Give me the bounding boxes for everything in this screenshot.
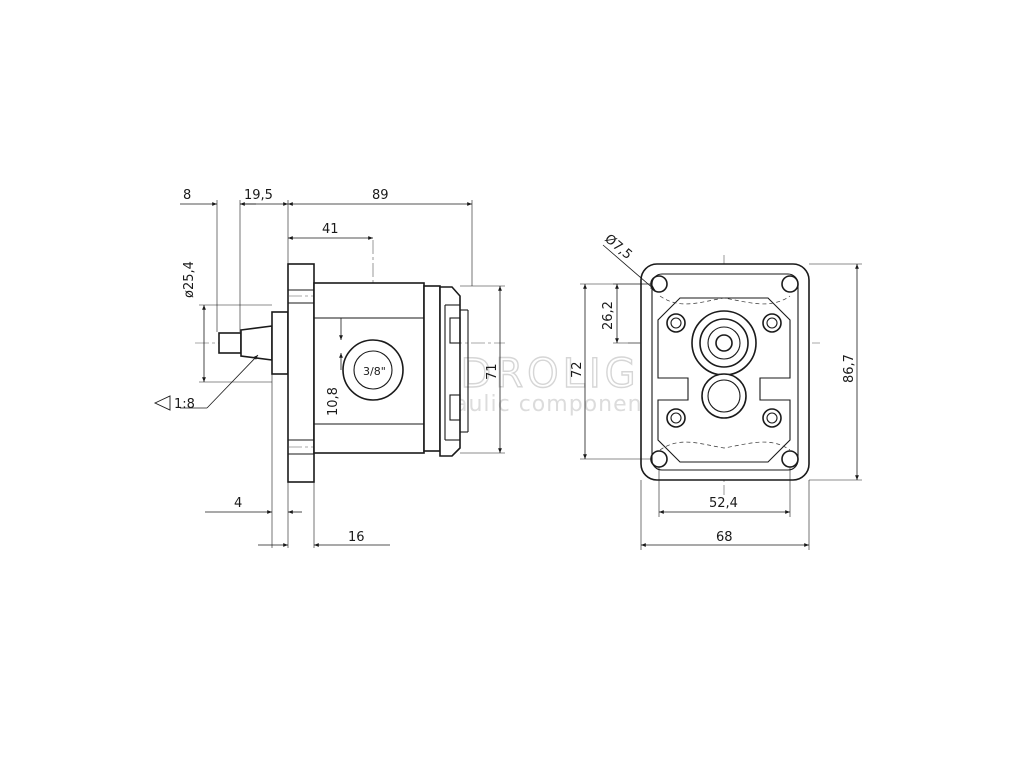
side-view: 3/8" 8 19,5 89 41 ø25,4 bbox=[153, 188, 505, 548]
dim-10-8: 10,8 bbox=[326, 387, 341, 416]
bolt-hole-upper-right bbox=[762, 313, 782, 333]
body-contour bbox=[657, 297, 791, 463]
dim-19-5: 19,5 bbox=[244, 188, 273, 203]
seal-groove-bottom bbox=[659, 441, 791, 451]
dim-16: 16 bbox=[348, 530, 365, 545]
rear-cover bbox=[423, 285, 441, 452]
dim-71: 71 bbox=[485, 363, 500, 380]
dim-41: 41 bbox=[322, 222, 339, 237]
shaft-center bbox=[715, 334, 733, 352]
lower-chamber bbox=[701, 373, 747, 419]
bolt-hole-lower-left bbox=[666, 408, 686, 428]
shaft-boss-outer bbox=[691, 310, 757, 376]
shaft-boss-inner bbox=[707, 326, 741, 360]
bolt-hole-upper-left bbox=[666, 313, 686, 333]
suction-port-inner bbox=[353, 350, 393, 390]
suction-port-outer bbox=[342, 339, 404, 401]
dim-89: 89 bbox=[372, 188, 389, 203]
dim-72: 72 bbox=[570, 361, 585, 378]
shaft-boss-ring bbox=[699, 318, 749, 368]
dim-taper: 1:8 bbox=[174, 397, 195, 412]
dim-25-4: ø25,4 bbox=[182, 261, 197, 298]
shaft-tip bbox=[218, 332, 242, 354]
dim-52-4: 52,4 bbox=[709, 496, 738, 511]
front-view: Ø7,5 26,2 72 86,7 52,4 68 bbox=[570, 232, 862, 550]
corner-hole-top-right bbox=[781, 275, 799, 293]
taper-triangle-icon bbox=[153, 395, 171, 411]
rear-cap bbox=[439, 286, 461, 457]
tapered-shaft bbox=[240, 325, 273, 361]
dim-86-7: 86,7 bbox=[842, 354, 857, 383]
port-size-label: 3/8" bbox=[363, 365, 386, 378]
dim-68: 68 bbox=[716, 530, 733, 545]
bolt-hole-lower-right bbox=[762, 408, 782, 428]
dim-8: 8 bbox=[183, 188, 191, 203]
seal-groove-top bbox=[659, 295, 791, 305]
flange-pilot bbox=[271, 311, 289, 375]
dim-26-2: 26,2 bbox=[601, 301, 616, 330]
dim-4: 4 bbox=[234, 496, 242, 511]
mounting-flange bbox=[287, 263, 315, 483]
front-flange-inner bbox=[651, 273, 799, 471]
